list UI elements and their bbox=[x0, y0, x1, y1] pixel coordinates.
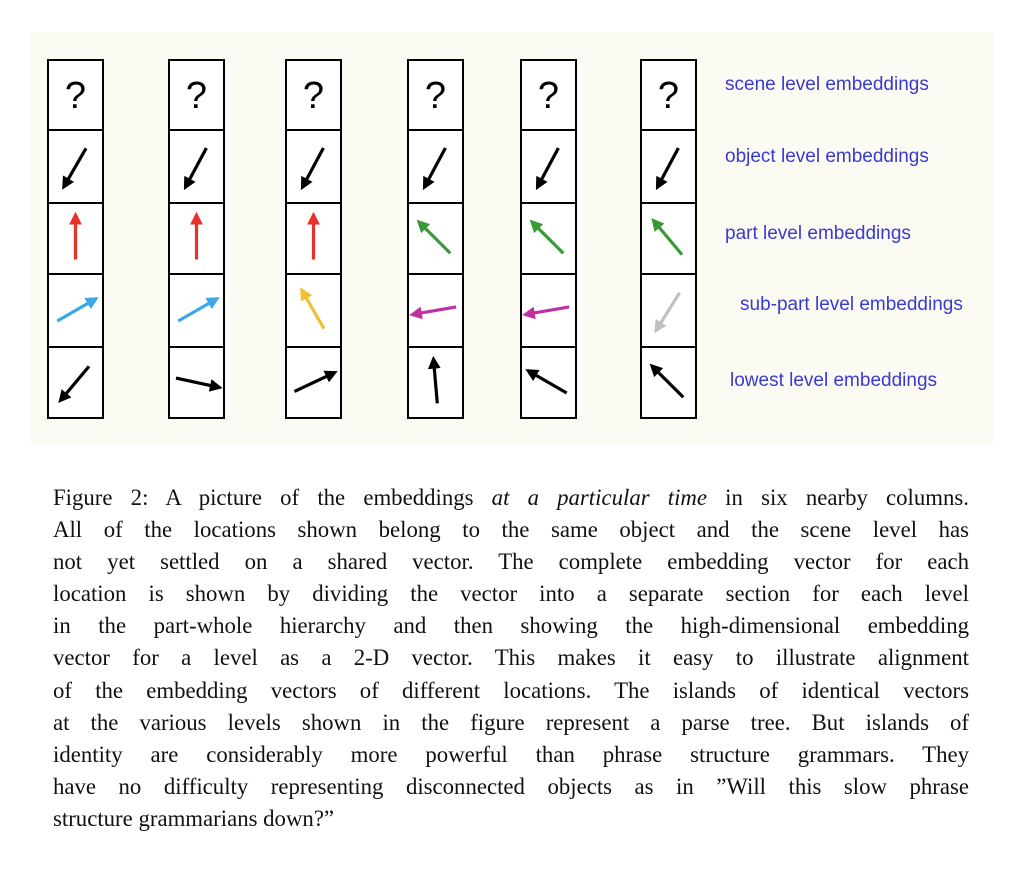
caption-text: in six nearby columns. bbox=[707, 485, 969, 510]
embedding-vector-arrow bbox=[416, 219, 452, 255]
caption-line-5: in the part-whole hierarchy and then sho… bbox=[53, 613, 969, 639]
unknown-scene-embedding: ? bbox=[658, 75, 679, 117]
embedding-column-1: ? bbox=[47, 59, 104, 419]
embedding-vector-arrow bbox=[293, 370, 338, 393]
embedding-vector-arrow bbox=[62, 147, 88, 190]
caption-line-8: at the various levels shown in the figur… bbox=[53, 709, 969, 735]
embedding-vector-arrow bbox=[427, 355, 441, 404]
caption-line-2: All of the locations shown belong to the… bbox=[53, 517, 969, 543]
caption-line-10: have no difficulty representing disconne… bbox=[53, 773, 969, 799]
embedding-column-6: ? bbox=[640, 59, 697, 419]
embedding-vector-arrow bbox=[522, 305, 570, 320]
embedding-vector-arrow bbox=[58, 365, 91, 404]
caption-emphasis: at a particular time bbox=[491, 485, 708, 510]
embedding-column-5: ? bbox=[520, 59, 577, 419]
embedding-vector-arrow bbox=[177, 297, 220, 323]
level-label-5: lowest level embeddings bbox=[730, 370, 937, 391]
embedding-vector-arrow bbox=[535, 147, 560, 191]
embeddings-figure: ?????? scene level embeddings object level… bbox=[47, 59, 963, 419]
embedding-vector-arrow bbox=[56, 297, 99, 323]
caption-line-7: of the embedding vectors of different lo… bbox=[53, 677, 969, 703]
embedding-vector-arrow bbox=[175, 376, 223, 392]
embedding-vector-arrow bbox=[655, 147, 680, 191]
embedding-vector-arrow bbox=[654, 291, 681, 334]
unknown-scene-embedding: ? bbox=[186, 75, 207, 117]
caption-line-1: Figure 2: A picture of the embeddings at… bbox=[53, 482, 969, 514]
embedding-vector-arrow bbox=[525, 369, 568, 395]
caption-line-6: vector for a level as a 2-D vector. This… bbox=[53, 645, 969, 671]
embedding-column-4: ? bbox=[407, 59, 464, 419]
embedding-column-2: ? bbox=[168, 59, 225, 419]
embedding-vector-arrow bbox=[649, 363, 685, 399]
unknown-scene-embedding: ? bbox=[538, 75, 559, 117]
embedding-vector-arrow bbox=[651, 217, 684, 256]
embedding-vector-arrow bbox=[183, 147, 208, 191]
unknown-scene-embedding: ? bbox=[425, 75, 446, 117]
embedding-column-3: ? bbox=[285, 59, 342, 419]
level-label-3: part level embeddings bbox=[725, 223, 911, 244]
unknown-scene-embedding: ? bbox=[65, 75, 86, 117]
embedding-vector-arrow bbox=[422, 147, 447, 191]
embedding-vector-arrow bbox=[300, 147, 325, 191]
figure-panel: ?????? scene level embeddings object level… bbox=[31, 32, 993, 444]
level-label-2: object level embeddings bbox=[725, 146, 929, 167]
unknown-scene-embedding: ? bbox=[303, 75, 324, 117]
embedding-vector-arrow bbox=[300, 287, 326, 330]
level-label-1: scene level embeddings bbox=[725, 74, 929, 95]
caption-line-9: identity are considerably more powerful … bbox=[53, 741, 969, 767]
embedding-vector-arrow bbox=[409, 305, 457, 320]
caption-line-3: not yet settled on a shared vector. The … bbox=[53, 549, 969, 575]
embedding-vector-arrow bbox=[529, 219, 565, 255]
figure-caption: Figure 2: A picture of the embeddings at… bbox=[53, 482, 969, 835]
caption-text: Figure 2: A picture of the embeddings bbox=[53, 485, 492, 510]
level-label-4: sub-part level embeddings bbox=[740, 294, 963, 315]
caption-line-11: structure grammarians down?” bbox=[53, 805, 335, 831]
caption-line-4: location is shown by dividing the vector… bbox=[53, 581, 969, 607]
